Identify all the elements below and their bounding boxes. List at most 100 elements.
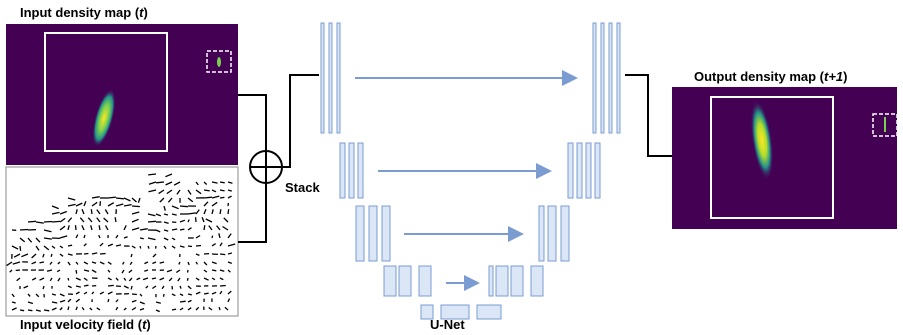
velocity-arrow bbox=[218, 233, 221, 239]
velocity-arrows bbox=[6, 173, 236, 313]
velocity-arrow bbox=[187, 212, 196, 215]
velocity-arrow bbox=[107, 261, 112, 265]
velocity-arrow bbox=[195, 244, 202, 247]
velocity-arrow bbox=[43, 237, 52, 240]
velocity-arrow bbox=[43, 245, 50, 251]
unet-label: U-Net bbox=[430, 317, 465, 332]
velocity-arrow bbox=[104, 209, 109, 215]
velocity-arrow bbox=[187, 307, 192, 311]
velocity-arrow bbox=[39, 261, 45, 264]
velocity-arrow bbox=[219, 253, 226, 256]
velocity-arrow bbox=[152, 253, 157, 258]
velocity-arrow bbox=[35, 237, 41, 243]
velocity-arrow bbox=[219, 277, 224, 281]
velocity-arrow bbox=[6, 261, 13, 267]
velocity-arrow bbox=[75, 209, 78, 215]
velocity-arrow bbox=[21, 253, 29, 258]
velocity-arrow bbox=[159, 197, 165, 203]
velocity-arrow bbox=[49, 277, 53, 282]
velocity-arrow bbox=[43, 309, 50, 312]
velocity-arrow bbox=[107, 196, 116, 199]
velocity-arrow bbox=[211, 235, 214, 239]
velocity-arrow bbox=[59, 293, 65, 297]
velocity-arrow bbox=[99, 291, 105, 295]
velocity-arrow bbox=[155, 301, 161, 304]
velocity-arrow bbox=[67, 277, 70, 281]
velocity-arrow bbox=[179, 219, 186, 223]
velocity-arrow bbox=[171, 228, 178, 231]
unet-block bbox=[357, 142, 364, 199]
velocity-arrow bbox=[75, 277, 81, 281]
velocity-arrow bbox=[56, 269, 61, 273]
velocity-arrow bbox=[144, 261, 149, 265]
velocity-arrow bbox=[59, 253, 64, 257]
unet-block bbox=[348, 142, 355, 199]
velocity-arrow bbox=[75, 202, 83, 207]
unet-block bbox=[600, 22, 605, 134]
velocity-arrow bbox=[179, 307, 184, 311]
velocity-arrow bbox=[195, 291, 201, 295]
velocity-arrow bbox=[163, 205, 166, 211]
velocity-arrow bbox=[91, 269, 97, 273]
velocity-arrow bbox=[128, 269, 133, 274]
velocity-arrow bbox=[187, 189, 192, 195]
velocity-arrow bbox=[107, 277, 112, 281]
velocity-arrow bbox=[211, 243, 216, 247]
velocity-arrow bbox=[99, 261, 105, 265]
velocity-arrow bbox=[227, 252, 233, 255]
velocity-arrow bbox=[99, 252, 106, 255]
velocity-arrow bbox=[57, 261, 61, 265]
velocity-arrow bbox=[227, 209, 230, 215]
velocity-arrow bbox=[83, 291, 88, 295]
velocity-arrow bbox=[15, 269, 21, 272]
velocity-arrow bbox=[74, 225, 77, 231]
velocity-arrow bbox=[227, 298, 231, 303]
unet-block bbox=[476, 304, 502, 320]
velocity-arrow bbox=[129, 261, 133, 266]
velocity-arrow bbox=[51, 245, 56, 249]
velocity-arrow bbox=[205, 218, 213, 223]
velocity-arrow bbox=[128, 277, 133, 282]
velocity-arrow bbox=[98, 225, 101, 231]
velocity-arrow bbox=[75, 285, 81, 288]
velocity-arrow bbox=[171, 293, 176, 297]
input-density-title: Input density map (t) bbox=[20, 5, 148, 20]
velocity-arrow bbox=[211, 195, 220, 199]
input-density-map bbox=[6, 24, 238, 165]
velocity-arrow bbox=[147, 213, 156, 217]
velocity-arrow bbox=[227, 243, 236, 247]
velocity-arrow bbox=[11, 245, 19, 250]
velocity-arrow bbox=[176, 189, 181, 195]
velocity-arrow bbox=[211, 269, 217, 272]
velocity-arrow bbox=[159, 277, 165, 281]
velocity-arrow bbox=[75, 298, 80, 303]
velocity-arrow bbox=[115, 234, 119, 239]
velocity-arrow bbox=[211, 261, 217, 265]
velocity-arrow bbox=[107, 298, 110, 303]
velocity-arrow bbox=[35, 245, 40, 251]
velocity-arrow bbox=[211, 201, 218, 207]
velocity-arrow bbox=[179, 300, 186, 303]
unet-block bbox=[585, 142, 592, 199]
velocity-arrow bbox=[123, 203, 132, 207]
velocity-arrow bbox=[201, 217, 205, 223]
velocity-arrow bbox=[211, 209, 214, 215]
velocity-arrow bbox=[203, 181, 208, 185]
velocity-arrow bbox=[139, 228, 148, 231]
velocity-arrow bbox=[203, 225, 206, 231]
velocity-arrow bbox=[31, 277, 37, 281]
velocity-arrow bbox=[83, 269, 90, 272]
unet-block bbox=[328, 22, 333, 134]
velocity-arrow bbox=[187, 197, 194, 203]
velocity-arrow bbox=[122, 261, 125, 265]
velocity-arrow bbox=[19, 245, 22, 251]
velocity-arrow bbox=[67, 197, 76, 201]
velocity-arrow bbox=[179, 228, 185, 231]
velocity-arrow bbox=[139, 301, 145, 305]
velocity-arrow bbox=[11, 293, 15, 298]
velocity-arrow bbox=[123, 197, 131, 202]
velocity-arrow bbox=[145, 285, 149, 289]
unet bbox=[320, 22, 621, 320]
velocity-arrow bbox=[155, 309, 160, 313]
velocity-arrow bbox=[147, 220, 156, 223]
